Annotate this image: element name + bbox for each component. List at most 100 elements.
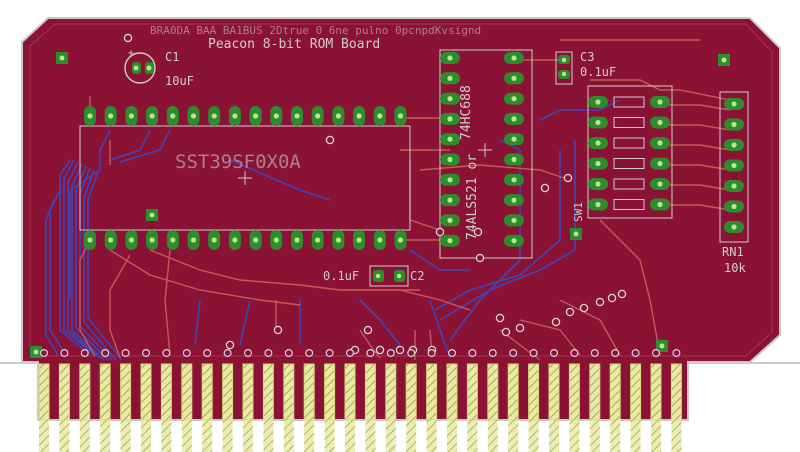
rom-pad[interactable] (104, 106, 117, 126)
edge-finger[interactable] (568, 349, 580, 452)
rom-chip-footprint[interactable] (79, 106, 411, 250)
edge-finger[interactable] (201, 349, 213, 452)
ic-pad[interactable] (504, 133, 524, 146)
edge-finger[interactable] (38, 349, 50, 452)
rom-pad[interactable] (125, 106, 138, 126)
edge-finger[interactable] (630, 349, 642, 452)
ic-pad[interactable] (440, 92, 460, 105)
rom-pad[interactable] (270, 230, 283, 250)
edge-finger[interactable] (99, 349, 111, 452)
dip-switch-slot[interactable] (613, 137, 645, 149)
rom-pad[interactable] (353, 230, 366, 250)
ic-pad[interactable] (504, 153, 524, 166)
rom-pad[interactable] (84, 230, 96, 250)
rom-pad[interactable] (249, 106, 262, 126)
edge-finger[interactable] (222, 349, 234, 452)
dip-pad[interactable] (588, 96, 608, 108)
edge-finger[interactable] (344, 349, 356, 452)
ic-pad[interactable] (440, 153, 460, 166)
rom-pad[interactable] (373, 106, 386, 126)
ic-pad[interactable] (440, 173, 460, 186)
ic-pad[interactable] (504, 92, 524, 105)
dip-switch-slot[interactable] (613, 158, 645, 169)
rn-pad[interactable] (724, 98, 744, 110)
rom-pad[interactable] (125, 230, 138, 250)
ic-pad[interactable] (504, 52, 524, 64)
edge-finger[interactable] (120, 349, 132, 452)
dip-pad[interactable] (588, 178, 608, 190)
edge-finger[interactable] (650, 349, 662, 452)
edge-finger[interactable] (487, 349, 499, 452)
edge-finger[interactable] (262, 349, 274, 452)
edge-finger[interactable] (528, 349, 540, 452)
ic-pad[interactable] (504, 234, 524, 247)
edge-finger[interactable] (609, 349, 621, 452)
rn-pad[interactable] (724, 118, 744, 131)
edge-finger[interactable] (405, 349, 417, 452)
ic-pad[interactable] (504, 72, 524, 85)
c2-capacitor[interactable] (369, 265, 409, 287)
edge-finger[interactable] (324, 349, 336, 452)
ic-pad[interactable] (440, 112, 460, 125)
rom-pad[interactable] (311, 230, 324, 250)
c1-capacitor[interactable]: + (124, 48, 156, 84)
ic-pad[interactable] (440, 72, 460, 85)
rom-pad[interactable] (208, 230, 221, 250)
dip-switch-slot[interactable] (613, 199, 645, 210)
dip-pad[interactable] (650, 137, 670, 149)
edge-finger[interactable] (140, 349, 152, 452)
rom-pad[interactable] (332, 230, 345, 250)
rom-pad[interactable] (270, 106, 283, 126)
ic-footprints[interactable] (439, 49, 533, 259)
rom-pad[interactable] (291, 106, 303, 126)
dip-pad[interactable] (650, 157, 670, 170)
rom-pad[interactable] (146, 106, 159, 126)
ic-pad[interactable] (440, 52, 460, 64)
rom-pad[interactable] (187, 106, 200, 126)
dip-pad[interactable] (588, 198, 608, 211)
rn-pad[interactable] (724, 221, 744, 233)
edge-finger[interactable] (242, 349, 254, 452)
rom-pad[interactable] (394, 106, 407, 126)
edge-finger[interactable] (548, 349, 560, 452)
edge-finger[interactable] (79, 349, 91, 452)
c3-capacitor[interactable] (555, 51, 573, 85)
dip-pad[interactable] (650, 178, 670, 190)
rom-pad[interactable] (166, 230, 179, 250)
rn-pad[interactable] (724, 180, 744, 192)
rom-pad[interactable] (84, 106, 96, 126)
dip-pad[interactable] (588, 137, 608, 149)
edge-finger[interactable] (181, 349, 193, 452)
edge-finger[interactable] (385, 349, 397, 452)
edge-finger[interactable] (589, 349, 601, 452)
rom-pad[interactable] (187, 230, 200, 250)
ic-pad[interactable] (504, 173, 524, 186)
board-outline[interactable] (21, 17, 781, 421)
rom-pad[interactable] (104, 230, 117, 250)
edge-finger[interactable] (507, 349, 519, 452)
edge-finger[interactable] (466, 349, 478, 452)
dip-pad[interactable] (588, 157, 608, 170)
dip-pad[interactable] (650, 96, 670, 108)
ic-pad[interactable] (440, 133, 460, 146)
dip-switch-slot[interactable] (613, 117, 645, 128)
resistor-network-footprint[interactable] (719, 91, 749, 243)
dip-switch-slot[interactable] (613, 96, 645, 108)
rn-pad[interactable] (724, 159, 744, 172)
rom-pad[interactable] (291, 230, 303, 250)
dip-switch-footprint[interactable] (587, 85, 673, 219)
edge-finger[interactable] (303, 349, 315, 452)
rom-pad[interactable] (332, 106, 345, 126)
edge-finger[interactable] (364, 349, 376, 452)
rom-pad[interactable] (228, 230, 241, 250)
ic-pad[interactable] (504, 194, 524, 207)
rom-pad[interactable] (249, 230, 262, 250)
ic-pad[interactable] (504, 214, 524, 227)
dip-pad[interactable] (650, 116, 670, 129)
dip-switch-slot[interactable] (613, 178, 645, 190)
edge-connector[interactable] (38, 349, 682, 452)
rom-pad[interactable] (208, 106, 221, 126)
rom-pad[interactable] (228, 106, 241, 126)
rn-pad[interactable] (724, 139, 744, 151)
